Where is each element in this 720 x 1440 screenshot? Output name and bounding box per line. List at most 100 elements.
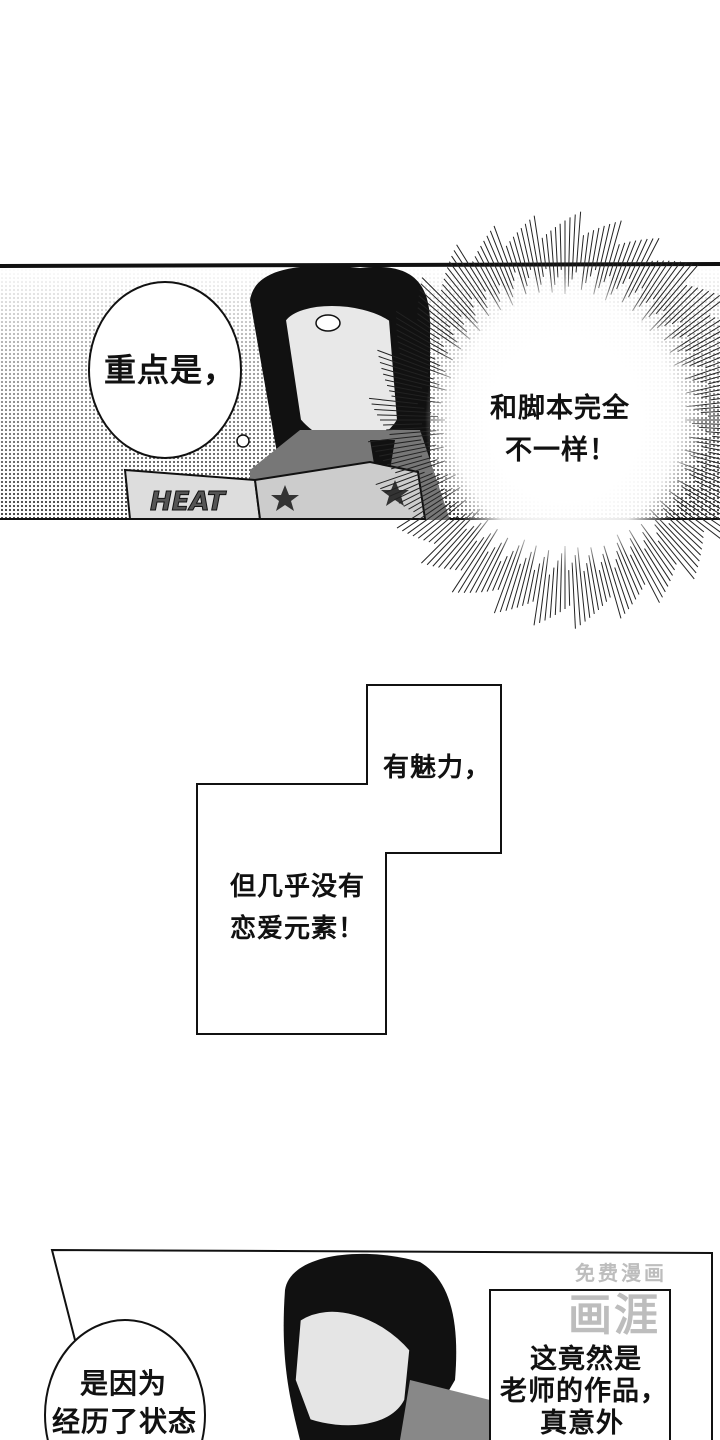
speed-line [668, 523, 701, 556]
speed-line [701, 466, 720, 474]
speed-line [398, 347, 441, 367]
thought-bubble-text: 重点是， [104, 351, 237, 389]
watermark-logo: 画涯 [568, 1290, 660, 1341]
speed-line [679, 512, 705, 533]
speed-line [616, 240, 637, 290]
speed-line [533, 556, 545, 626]
speed-line [681, 486, 720, 509]
speed-line [532, 563, 541, 602]
speed-line [438, 525, 475, 568]
speed-line [505, 245, 516, 273]
speed-line [664, 288, 704, 327]
speed-line [622, 239, 642, 284]
speed-line [629, 554, 646, 585]
speed-line [692, 371, 720, 381]
speed-line [697, 356, 720, 368]
speed-line [386, 384, 429, 394]
speed-line [369, 397, 418, 405]
speed-line [397, 341, 436, 360]
caption2-line3: 真意外 [540, 1408, 624, 1439]
speed-line [687, 317, 716, 337]
speed-line [386, 455, 423, 466]
speed-line [541, 237, 547, 270]
speed-line [695, 441, 720, 447]
speed-line [390, 457, 430, 470]
magazine: HEAT [123, 460, 427, 520]
speed-line [707, 380, 720, 385]
speed-line [634, 260, 653, 293]
speed-line [655, 264, 699, 315]
speed-line [371, 439, 422, 448]
speed-line [489, 230, 514, 290]
speed-line [432, 528, 467, 567]
speed-line [614, 567, 630, 610]
speed-line [600, 561, 611, 598]
speed-line [407, 502, 451, 534]
speed-line [641, 260, 659, 289]
speed-line [571, 562, 576, 629]
speed-line [446, 267, 473, 300]
speed-line [493, 225, 515, 281]
speed-line [676, 504, 720, 539]
watermark-subtitle: 免费漫画 [575, 1261, 667, 1285]
burst-text-line2: 不一样！ [505, 435, 617, 466]
speed-line [554, 227, 559, 278]
speed-line [644, 548, 669, 587]
speed-line [549, 567, 555, 618]
speed-line [477, 250, 501, 294]
speed-line [656, 532, 695, 580]
speed-line [463, 551, 489, 594]
panel-1: HEAT [0, 211, 720, 629]
caption-lower-line1: 但几乎没有 [230, 872, 366, 902]
speed-line [395, 459, 438, 474]
speed-line [417, 307, 454, 336]
caption-upper: 有魅力， [383, 753, 492, 783]
magazine-title: HEAT [150, 487, 227, 517]
speed-line [559, 223, 562, 270]
speed-line [533, 215, 544, 277]
caption2-line2: 老师的作品， [500, 1376, 668, 1407]
speed-line [486, 561, 502, 592]
speed-line [708, 398, 720, 401]
speed-line [396, 323, 449, 354]
speed-line [694, 480, 720, 494]
speech-line1: 是因为 [80, 1367, 168, 1400]
speed-line [679, 292, 715, 323]
speed-line [629, 546, 660, 603]
speed-line [451, 533, 492, 593]
speed-line [672, 497, 720, 533]
speed-line [380, 471, 425, 490]
speed-line [371, 403, 425, 409]
speed-line [707, 451, 720, 456]
speed-line [445, 272, 474, 308]
speed-line [575, 211, 582, 273]
speed-line [423, 517, 451, 541]
speed-line [378, 355, 429, 374]
speed-line [571, 214, 576, 280]
speed-line [389, 473, 441, 497]
speed-line [712, 435, 720, 438]
speed-line [693, 389, 720, 396]
speed-line [396, 335, 431, 354]
speed-line [480, 245, 501, 286]
speed-line [383, 423, 423, 426]
speed-line [403, 488, 437, 507]
speed-line [379, 444, 437, 457]
speed-line [520, 227, 532, 271]
speed-line [455, 540, 478, 571]
speed-line [386, 426, 430, 431]
speed-line [379, 361, 434, 380]
speed-line [615, 559, 633, 605]
speed-line [643, 540, 671, 582]
speed-line [456, 244, 486, 292]
speed-line [628, 238, 648, 279]
speed-line [420, 283, 465, 325]
speed-line [602, 553, 622, 619]
speed-line [453, 250, 487, 300]
speed-line [696, 460, 720, 469]
speed-line [705, 361, 720, 369]
speed-line [412, 501, 459, 537]
speed-line [527, 569, 536, 604]
speech-line2: 经历了状态 [52, 1405, 198, 1438]
